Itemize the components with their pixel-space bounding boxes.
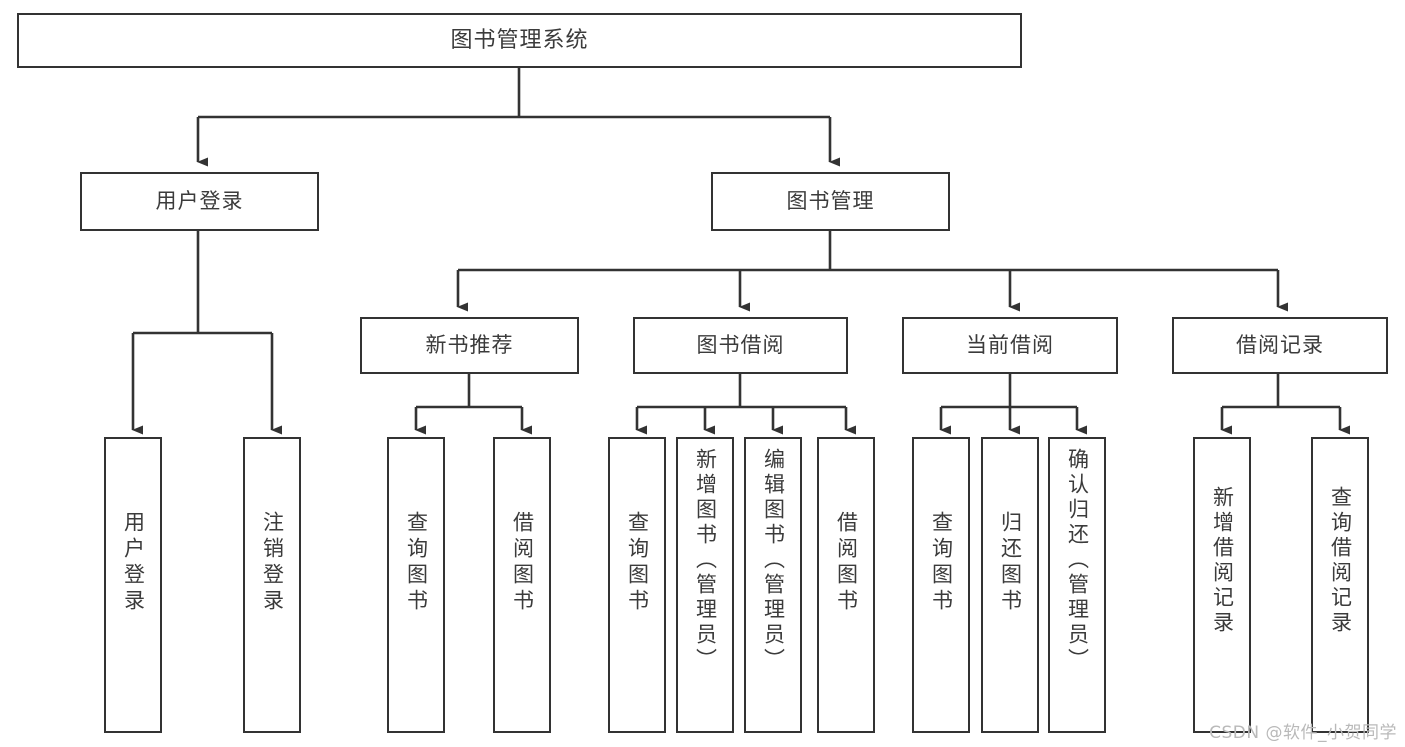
- node-book-borrow[interactable]: 图书借阅: [633, 317, 848, 374]
- node-label: 查询图书: [625, 511, 650, 615]
- leaf-book-borrow-edit[interactable]: 编辑图书（管理员）: [744, 437, 802, 733]
- leaf-borrow-record-query[interactable]: 查询借阅记录: [1311, 437, 1369, 733]
- leaf-book-borrow-add[interactable]: 新增图书（管理员）: [676, 437, 734, 733]
- node-label: 查询借阅记录: [1328, 486, 1353, 636]
- node-label: 查询图书: [929, 511, 954, 615]
- node-label: 新书推荐: [425, 333, 514, 358]
- node-root-system[interactable]: 图书管理系统: [17, 13, 1022, 68]
- csdn-watermark: CSDN @软件_小贺同学: [1209, 723, 1397, 743]
- node-label: 图书管理: [786, 189, 875, 214]
- node-current-borrow[interactable]: 当前借阅: [902, 317, 1118, 374]
- node-label: 新增借阅记录: [1210, 486, 1235, 636]
- leaf-user-login-logout[interactable]: 注销登录: [243, 437, 301, 733]
- node-label: 当前借阅: [966, 333, 1054, 358]
- leaf-borrow-record-add[interactable]: 新增借阅记录: [1193, 437, 1251, 733]
- leaf-new-book-borrow[interactable]: 借阅图书: [493, 437, 551, 733]
- node-label: 注销登录: [260, 511, 285, 615]
- node-user-login[interactable]: 用户登录: [80, 172, 319, 231]
- leaf-user-login-login[interactable]: 用户登录: [104, 437, 162, 733]
- node-label: 归还图书: [998, 511, 1023, 615]
- leaf-new-book-query[interactable]: 查询图书: [387, 437, 445, 733]
- leaf-current-borrow-return[interactable]: 归还图书: [981, 437, 1039, 733]
- node-new-book-recommend[interactable]: 新书推荐: [360, 317, 579, 374]
- leaf-current-borrow-query[interactable]: 查询图书: [912, 437, 970, 733]
- node-label: 用户登录: [121, 511, 146, 615]
- node-label: 借阅图书: [834, 511, 859, 615]
- node-label: 编辑图书（管理员）: [761, 448, 786, 673]
- leaf-book-borrow-borrow[interactable]: 借阅图书: [817, 437, 875, 733]
- node-label: 借阅图书: [510, 511, 535, 615]
- node-borrow-record[interactable]: 借阅记录: [1172, 317, 1388, 374]
- node-label: 确认归还（管理员）: [1065, 448, 1090, 673]
- node-label: 新增图书（管理员）: [693, 448, 718, 673]
- node-label: 图书借阅: [696, 333, 785, 358]
- leaf-book-borrow-query[interactable]: 查询图书: [608, 437, 666, 733]
- node-label: 查询图书: [404, 511, 429, 615]
- leaf-current-borrow-confirm-return[interactable]: 确认归还（管理员）: [1048, 437, 1106, 733]
- node-label: 用户登录: [155, 189, 244, 214]
- node-label: 借阅记录: [1236, 333, 1324, 358]
- node-label: 图书管理系统: [450, 27, 589, 53]
- node-book-management[interactable]: 图书管理: [711, 172, 950, 231]
